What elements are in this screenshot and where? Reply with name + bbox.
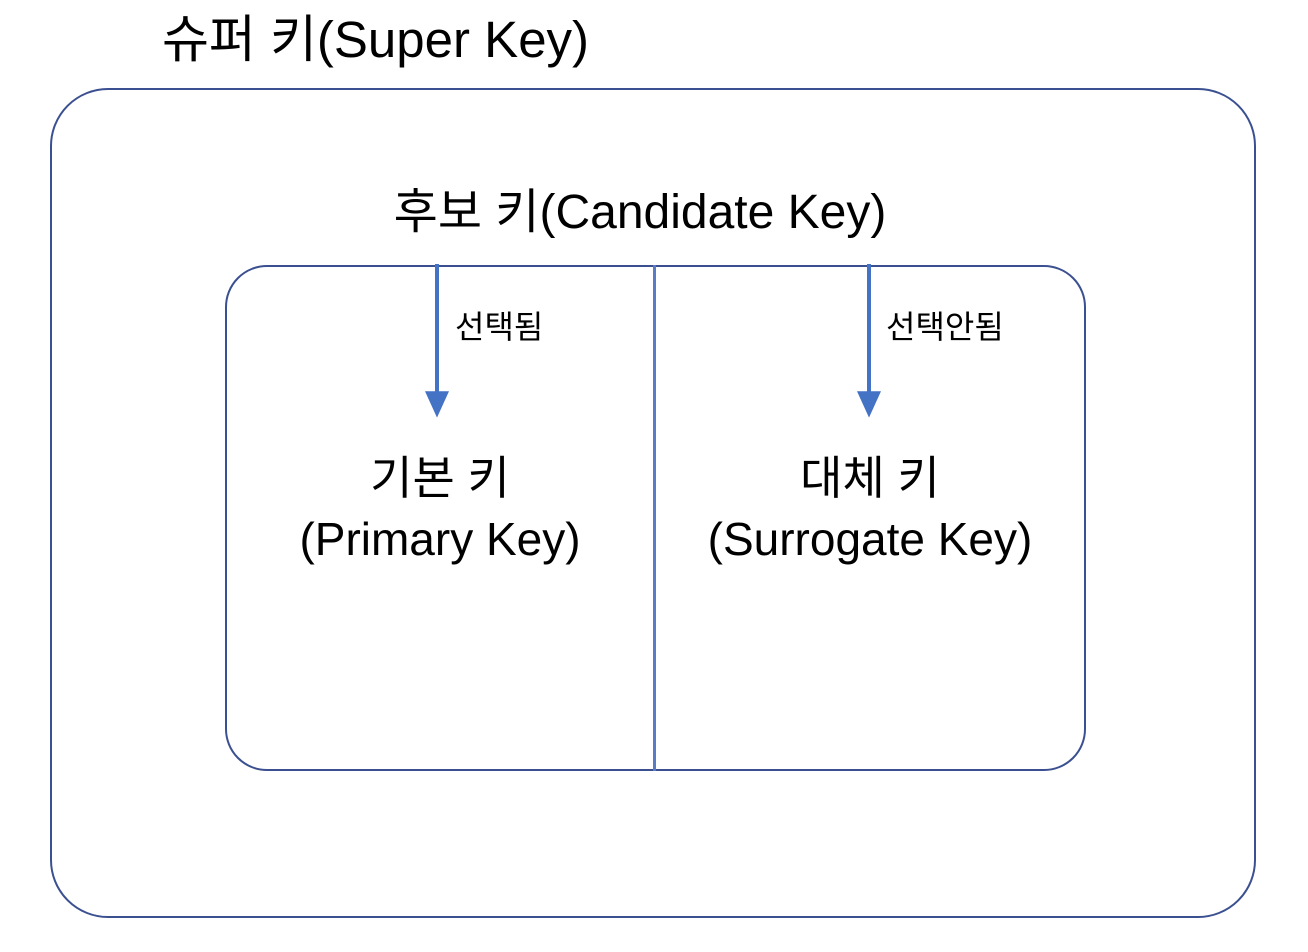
super-key-title: 슈퍼 키(Super Key) (162, 11, 590, 68)
primary-key-label: 기본 키 (Primary Key) (299, 452, 581, 566)
super-key-box (50, 88, 1256, 918)
selected-arrow-label: 선택됨 (455, 309, 544, 345)
not-selected-arrow-label: 선택안됨 (886, 309, 1004, 345)
surrogate-key-label: 대체 키 (Surrogate Key) (707, 452, 1033, 566)
candidate-key-title: 후보 키(Candidate Key) (393, 186, 887, 239)
candidate-key-divider (653, 265, 656, 771)
